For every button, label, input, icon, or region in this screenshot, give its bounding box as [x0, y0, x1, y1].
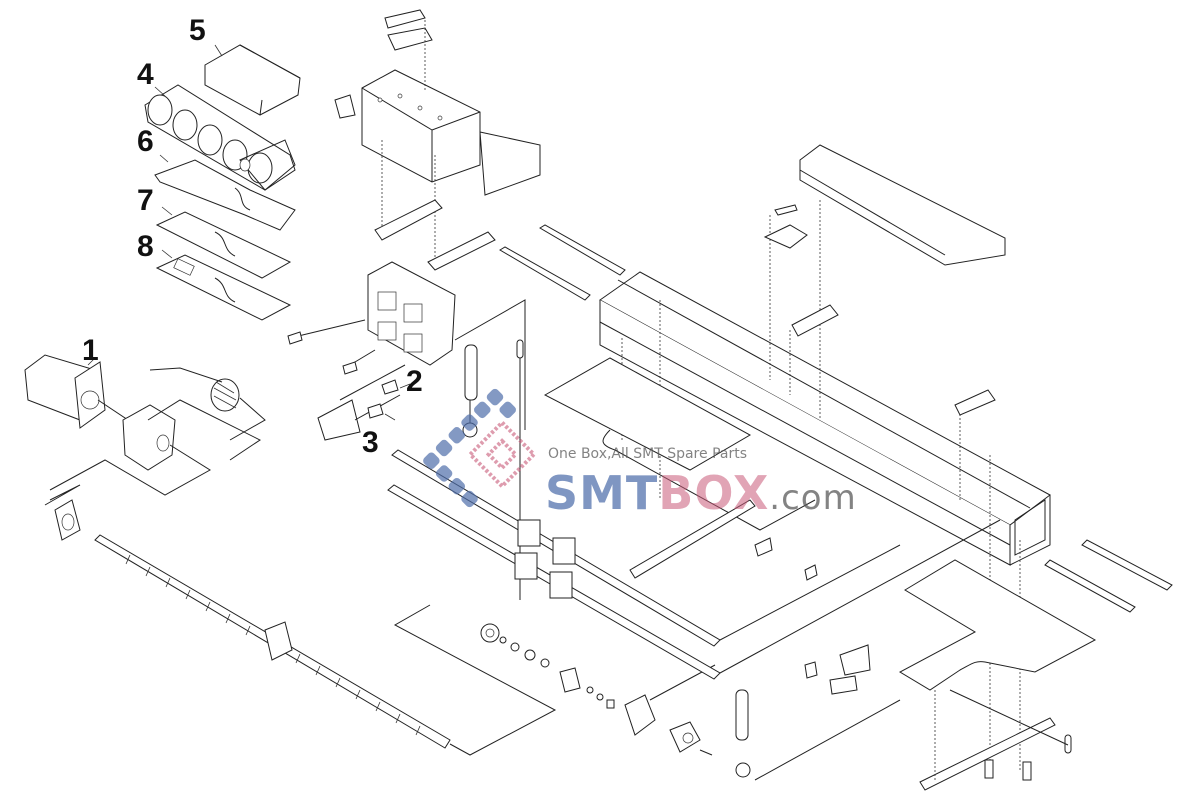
ball-screw — [94, 534, 557, 756]
servo-motor — [24, 354, 129, 429]
callout-5: 5 — [189, 14, 206, 47]
watermark-logo: SMTBOX.com — [545, 470, 857, 516]
motor-bracket — [49, 399, 261, 496]
right-rails — [1044, 539, 1173, 613]
cable-carrier-cover — [204, 44, 301, 116]
small-bracket — [763, 204, 808, 249]
perforated-plates — [791, 304, 996, 416]
flat-cable-plate-7 — [155, 206, 292, 279]
end-bearing-housing — [44, 484, 81, 541]
callout-1: 1 — [82, 334, 99, 367]
callout-3: 3 — [362, 426, 379, 459]
top-cover — [799, 144, 1006, 266]
bearing-set — [480, 623, 716, 756]
cable-carrier-chain — [144, 84, 296, 191]
sensor-bracket — [317, 364, 411, 441]
base-plate — [543, 357, 818, 581]
callout-8: 8 — [137, 230, 154, 263]
main-frame-beam — [599, 200, 1051, 770]
slider-plate — [287, 261, 526, 430]
carriage-guides — [374, 199, 496, 271]
head-carriage-box — [334, 9, 541, 260]
watermark-tagline: One Box,All SMT Spare Parts — [548, 446, 748, 462]
coupling — [149, 367, 266, 441]
watermark-logo-smt: SMT — [545, 466, 659, 520]
callout-4: 4 — [137, 58, 154, 91]
flat-cable-sheet-6 — [154, 154, 296, 231]
callout-7: 7 — [137, 184, 154, 217]
flat-cable-plate-8 — [155, 249, 292, 321]
bottom-bracket-plate — [735, 559, 1097, 791]
watermark-logo-suffix: .com — [769, 478, 857, 518]
watermark-logo-box: BOX — [658, 466, 770, 520]
short-guide-rails — [499, 224, 626, 301]
callout-6: 6 — [137, 125, 154, 158]
callout-2: 2 — [406, 365, 423, 398]
